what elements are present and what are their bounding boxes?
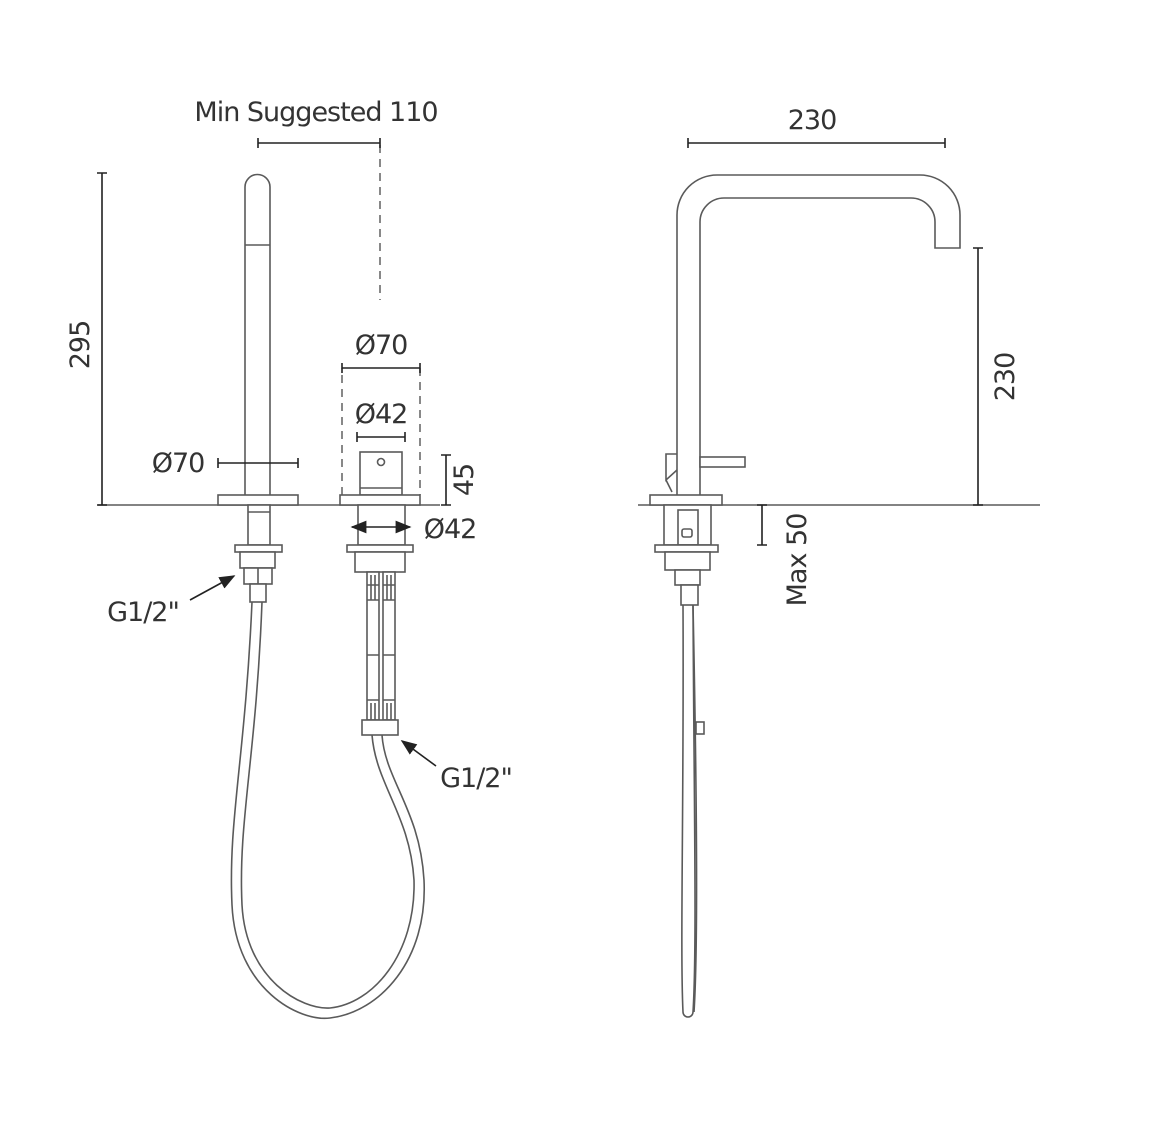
- svg-text:Ø70: Ø70: [355, 330, 408, 361]
- dimension-reach: 230: [687, 105, 946, 148]
- dimension-spout-height: 295: [65, 172, 107, 506]
- svg-text:295: 295: [65, 321, 96, 370]
- dimension-max-deck: Max 50: [757, 504, 813, 607]
- svg-text:230: 230: [788, 105, 837, 136]
- svg-text:45: 45: [449, 464, 480, 496]
- svg-text:Max 50: Max 50: [782, 514, 813, 607]
- callout-connection-left: G1/2": [107, 575, 236, 628]
- dimension-mixer-plate: Ø70: [341, 330, 421, 373]
- mixer-side-view: [649, 174, 961, 1018]
- svg-text:G1/2": G1/2": [440, 763, 512, 794]
- dimension-spout-base: Ø70: [152, 448, 299, 479]
- svg-text:Ø42: Ø42: [355, 399, 408, 430]
- svg-text:G1/2": G1/2": [107, 597, 179, 628]
- dimension-mixer-shank: Ø42: [350, 514, 477, 545]
- spout-front-view: [217, 173, 425, 1020]
- dimension-min-suggested: Min Suggested 110: [194, 97, 439, 148]
- callout-connection-right: G1/2": [400, 740, 513, 794]
- svg-text:Ø70: Ø70: [152, 448, 205, 479]
- svg-text:Ø42: Ø42: [424, 514, 477, 545]
- dimension-mixer-body: Ø42: [355, 399, 408, 442]
- mixer-front-view: [339, 145, 421, 736]
- svg-text:230: 230: [990, 353, 1021, 402]
- dimension-mixer-height: 45: [441, 454, 480, 506]
- svg-text:Min Suggested 110: Min Suggested 110: [194, 97, 437, 128]
- dimension-outlet-height: 230: [973, 247, 1021, 506]
